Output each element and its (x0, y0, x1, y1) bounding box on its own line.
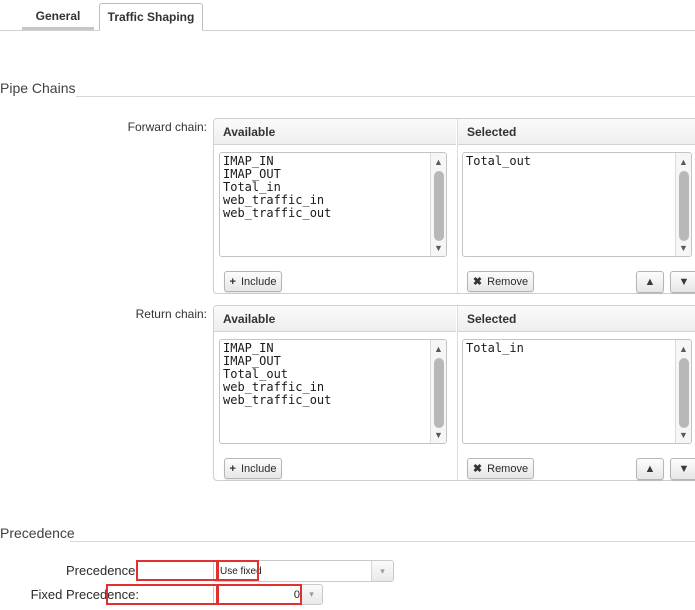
cross-icon: ✖ (472, 276, 483, 288)
forward-selected-column: Selected Total_out ▲ ▼ ✖ Remove ▲ ▼ (457, 119, 695, 293)
return-selected-scrollbar[interactable]: ▲ ▼ (675, 340, 691, 443)
scroll-up-icon[interactable]: ▲ (434, 343, 443, 354)
return-available-scrollbar[interactable]: ▲ ▼ (430, 340, 446, 443)
return-selected-header: Selected (458, 306, 695, 332)
section-rule-pipe-chains (76, 96, 695, 97)
forward-available-listbox[interactable]: IMAP_IN IMAP_OUT Total_in web_traffic_in… (219, 152, 447, 257)
scroll-down-icon[interactable]: ▼ (679, 429, 688, 440)
list-item[interactable]: IMAP_IN (223, 154, 274, 168)
return-available-header: Available (214, 306, 456, 332)
scrollbar-thumb[interactable] (434, 358, 444, 428)
section-rule-precedence (70, 541, 695, 542)
forward-include-button[interactable]: + Include (224, 271, 282, 292)
return-available-column: Available IMAP_IN IMAP_OUT Total_out web… (214, 306, 456, 480)
tab-general[interactable]: General (22, 4, 94, 30)
scrollbar-thumb[interactable] (434, 171, 444, 241)
precedence-label: Precedence: (66, 563, 139, 578)
plus-icon: + (229, 275, 236, 288)
forward-selected-header: Selected (458, 119, 695, 145)
chevron-down-icon: ▼ (678, 463, 690, 475)
forward-available-scrollbar[interactable]: ▲ ▼ (430, 153, 446, 256)
chevron-down-icon[interactable]: ▾ (300, 585, 322, 604)
return-available-items[interactable]: IMAP_IN IMAP_OUT Total_out web_traffic_i… (220, 340, 430, 443)
section-title-pipe-chains: Pipe Chains (0, 80, 76, 96)
return-include-button[interactable]: + Include (224, 458, 282, 479)
annotation-box-precedence-label (136, 560, 218, 581)
scrollbar-thumb[interactable] (679, 358, 689, 428)
chevron-down-icon[interactable]: ▾ (371, 561, 393, 581)
scroll-down-icon[interactable]: ▼ (434, 429, 443, 440)
list-item[interactable]: IMAP_IN (223, 341, 274, 355)
cross-icon: ✖ (472, 463, 483, 475)
forward-remove-label: Remove (487, 275, 529, 288)
return-available-listbox[interactable]: IMAP_IN IMAP_OUT Total_out web_traffic_i… (219, 339, 447, 444)
forward-move-down-button[interactable]: ▼ (670, 271, 695, 293)
chevron-up-icon: ▲ (644, 463, 656, 475)
list-item[interactable]: web_traffic_out (223, 393, 332, 407)
return-selected-item-highlighted[interactable]: Total_in (466, 341, 524, 355)
forward-remove-button[interactable]: ✖ Remove (467, 271, 534, 292)
precedence-combo[interactable]: Use fixed ▾ (213, 560, 394, 582)
list-item[interactable]: Total_in (466, 342, 675, 355)
list-item[interactable]: Total_out (466, 155, 675, 168)
return-selected-column: Selected Total_in ▲ ▼ ✖ Remove ▲ ▼ (457, 306, 695, 480)
return-move-up-button[interactable]: ▲ (636, 458, 664, 480)
fixed-precedence-combo[interactable]: 0 ▾ (213, 584, 323, 605)
tab-traffic-shaping-label: Traffic Shaping (107, 10, 195, 24)
chevron-down-icon: ▼ (678, 276, 690, 288)
section-title-precedence: Precedence (0, 525, 75, 541)
scroll-up-icon[interactable]: ▲ (679, 156, 688, 167)
scroll-up-icon[interactable]: ▲ (679, 343, 688, 354)
precedence-value: Use fixed (220, 565, 262, 577)
list-item[interactable]: Total_out (223, 367, 289, 381)
forward-chain-label: Forward chain: (127, 120, 207, 134)
plus-icon: + (229, 462, 236, 475)
tab-bar-baseline (0, 30, 695, 31)
forward-selected-listbox[interactable]: Total_out ▲ ▼ (462, 152, 692, 257)
list-item[interactable]: web_traffic_out (223, 206, 332, 220)
fixed-precedence-label: Fixed Precedence: (30, 587, 139, 602)
return-chain-panel: Available IMAP_IN IMAP_OUT Total_out web… (213, 305, 695, 481)
scroll-down-icon[interactable]: ▼ (679, 242, 688, 253)
forward-available-header: Available (214, 119, 456, 145)
chevron-up-icon: ▲ (644, 276, 656, 288)
list-item[interactable]: IMAP_OUT (223, 354, 281, 368)
list-item[interactable]: web_traffic_in (223, 380, 325, 394)
forward-selected-scrollbar[interactable]: ▲ ▼ (675, 153, 691, 256)
return-selected-items[interactable]: Total_in (463, 340, 675, 443)
list-item[interactable]: Total_in (223, 180, 281, 194)
return-chain-label: Return chain: (135, 307, 207, 321)
list-item[interactable]: IMAP_OUT (223, 167, 281, 181)
forward-selected-item-highlighted[interactable]: Total_out (466, 154, 532, 168)
tab-traffic-shaping[interactable]: Traffic Shaping (99, 3, 203, 31)
return-remove-label: Remove (487, 462, 529, 475)
return-remove-button[interactable]: ✖ Remove (467, 458, 534, 479)
fixed-precedence-value: 0 (293, 588, 300, 601)
tab-bar: General Traffic Shaping (0, 0, 695, 32)
return-include-label: Include (240, 462, 277, 475)
forward-include-label: Include (240, 275, 277, 288)
scrollbar-thumb[interactable] (679, 171, 689, 241)
return-selected-listbox[interactable]: Total_in ▲ ▼ (462, 339, 692, 444)
forward-available-column: Available IMAP_IN IMAP_OUT Total_in web_… (214, 119, 456, 293)
scroll-up-icon[interactable]: ▲ (434, 156, 443, 167)
list-item[interactable]: web_traffic_in (223, 193, 325, 207)
forward-selected-items[interactable]: Total_out (463, 153, 675, 256)
tab-general-label: General (35, 8, 81, 23)
return-move-down-button[interactable]: ▼ (670, 458, 695, 480)
scroll-down-icon[interactable]: ▼ (434, 242, 443, 253)
forward-move-up-button[interactable]: ▲ (636, 271, 664, 293)
forward-available-items[interactable]: IMAP_IN IMAP_OUT Total_in web_traffic_in… (220, 153, 430, 256)
forward-chain-panel: Available IMAP_IN IMAP_OUT Total_in web_… (213, 118, 695, 294)
